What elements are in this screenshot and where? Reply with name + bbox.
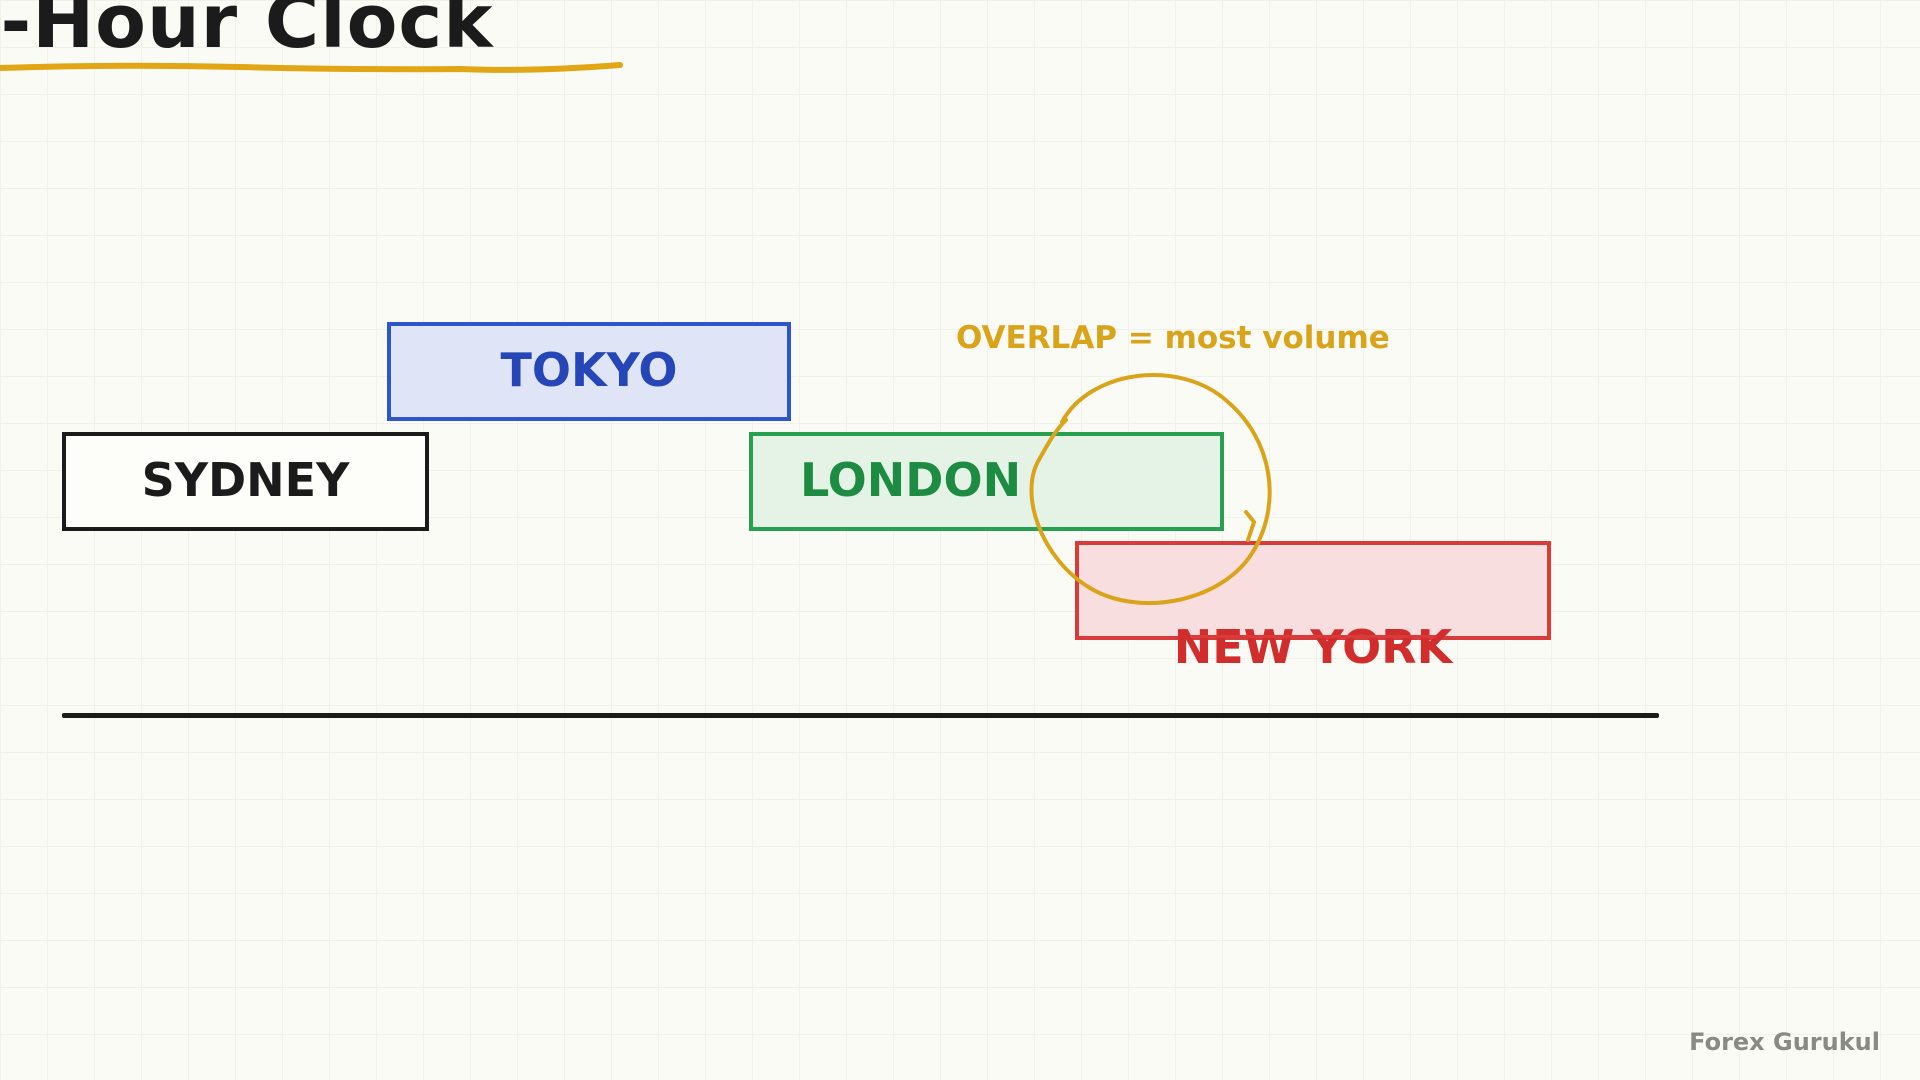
session-label-london: LONDON [800, 453, 1022, 507]
session-bar-tokyo [387, 322, 791, 421]
session-bar-london [749, 432, 1224, 531]
session-label-sydney: SYDNEY [141, 453, 350, 507]
newyork-strike-line [1190, 635, 1436, 638]
session-label-tokyo: TOKYO [500, 343, 678, 397]
watermark: Forex Gurukul [1689, 1028, 1880, 1056]
session-bar-sydney [62, 432, 429, 531]
timeline-axis [62, 713, 1659, 718]
session-label-newyork: NEW YORK [1173, 620, 1453, 674]
session-bar-newyork [1075, 541, 1551, 640]
overlap-annotation: OVERLAP = most volume [956, 320, 1390, 356]
page-title: 4-Hour Clock [0, 0, 494, 65]
title-underline [0, 62, 623, 73]
overlap-circle [1029, 373, 1272, 606]
